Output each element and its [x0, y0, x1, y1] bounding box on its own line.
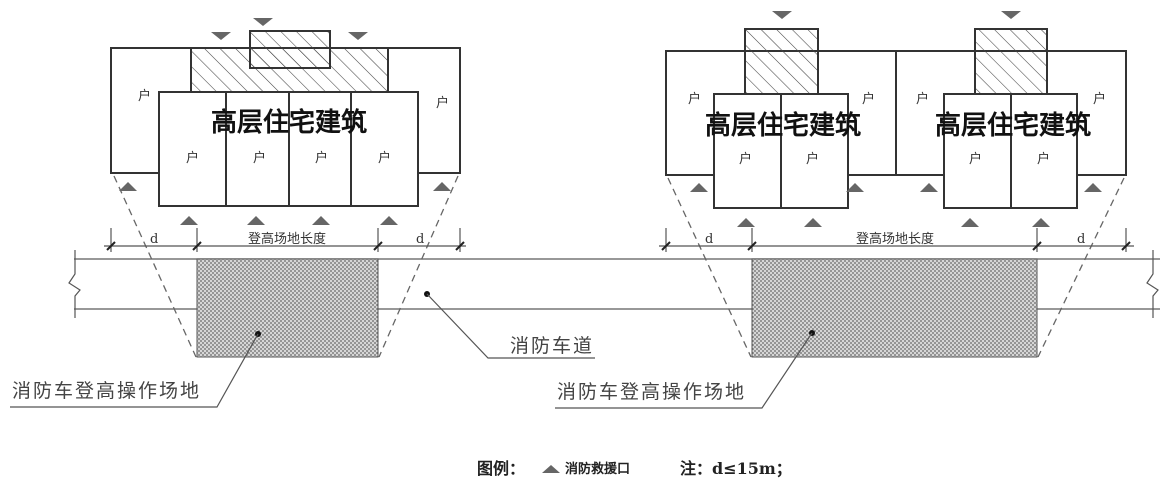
unit-label: 户 — [186, 150, 199, 166]
break-symbol-left — [68, 250, 81, 318]
rescue-window-triangle-icon — [1001, 11, 1021, 19]
core-top-hatched — [249, 30, 331, 69]
rescue-window-triangle-icon — [119, 182, 137, 191]
rescue-window-triangle-icon — [348, 32, 368, 40]
rescue-window-triangle-icon — [312, 216, 330, 225]
callout-operation-area-left: 消防车登高操作场地 — [10, 331, 261, 408]
dimension-d-label: d — [705, 232, 713, 247]
unit-label: 户 — [436, 95, 449, 111]
rescue-window-triangle-icon — [772, 11, 792, 19]
rescue-window-triangle-icon — [804, 218, 822, 227]
rescue-window-triangle-icon — [433, 182, 451, 191]
callout-label: 消防车登高操作场地 — [12, 380, 201, 402]
rescue-window-triangle-icon — [180, 216, 198, 225]
unit-label: 户 — [969, 151, 982, 167]
setback-line — [1037, 177, 1125, 358]
unit-label: 户 — [1037, 151, 1050, 167]
rescue-window-triangle-icon — [1032, 218, 1050, 227]
rescue-window-triangle-icon — [253, 18, 273, 26]
rescue-window-triangle-icon — [247, 216, 265, 225]
core-hatched — [744, 28, 819, 96]
legend: 图例： 消防救援口 注：d≤15m； — [477, 459, 792, 478]
rescue-window-triangle-icon — [542, 465, 560, 473]
unit-label: 户 — [916, 91, 929, 107]
dimension-d-label: d — [150, 232, 158, 247]
setback-line — [378, 175, 459, 358]
callout-label: 消防车登高操作场地 — [557, 381, 746, 403]
callout-operation-area-right: 消防车登高操作场地 — [555, 330, 815, 409]
building-title: 高层住宅建筑 — [705, 110, 861, 141]
unit-label: 户 — [315, 150, 328, 166]
dimension-length-label: 登高场地长度 — [856, 231, 934, 247]
setback-line — [113, 175, 197, 358]
operation-area-left — [196, 258, 379, 358]
callout-fire-lane: 消防车道 — [424, 291, 595, 359]
unit-label: 户 — [688, 91, 701, 107]
building-title: 高层住宅建筑 — [211, 107, 367, 138]
core-hatched — [974, 28, 1048, 96]
rescue-window-triangle-icon — [920, 183, 938, 192]
rescue-window-triangle-icon — [1084, 183, 1102, 192]
callout-label: 消防车道 — [510, 335, 594, 357]
rescue-window-triangle-icon — [211, 32, 231, 40]
dimension-length-label: 登高场地长度 — [248, 231, 326, 247]
unit-label: 户 — [378, 150, 391, 166]
dimension-left: d 登高场地长度 d — [104, 228, 466, 252]
unit-label: 户 — [138, 88, 151, 104]
rescue-window-triangle-icon — [380, 216, 398, 225]
legend-note: 注：d≤15m； — [680, 459, 792, 478]
building-title: 高层住宅建筑 — [935, 110, 1091, 141]
legend-symbol-label: 消防救援口 — [565, 461, 630, 477]
rescue-window-triangle-icon — [690, 183, 708, 192]
unit-label: 户 — [1093, 91, 1106, 107]
dimension-right: d 登高场地长度 d — [659, 228, 1134, 252]
operation-area-right — [751, 258, 1038, 358]
rescue-window-triangle-icon — [961, 218, 979, 227]
rescue-window-triangle-icon — [846, 183, 864, 192]
building-left: 高层住宅建筑 户 户 户 户 户 户 — [110, 18, 461, 225]
dimension-d-label: d — [1077, 232, 1085, 247]
building-right: 高层住宅建筑 高层住宅建筑 户 户 户 户 户 户 户 户 — [665, 11, 1127, 227]
dimension-d-label: d — [416, 232, 424, 247]
rescue-window-triangle-icon — [737, 218, 755, 227]
unit-label: 户 — [806, 151, 819, 167]
unit-label: 户 — [253, 150, 266, 166]
unit-label: 户 — [862, 91, 875, 107]
setback-line — [667, 177, 752, 358]
break-symbol-right — [1146, 250, 1159, 318]
legend-title: 图例： — [477, 459, 525, 478]
unit-label: 户 — [739, 151, 752, 167]
